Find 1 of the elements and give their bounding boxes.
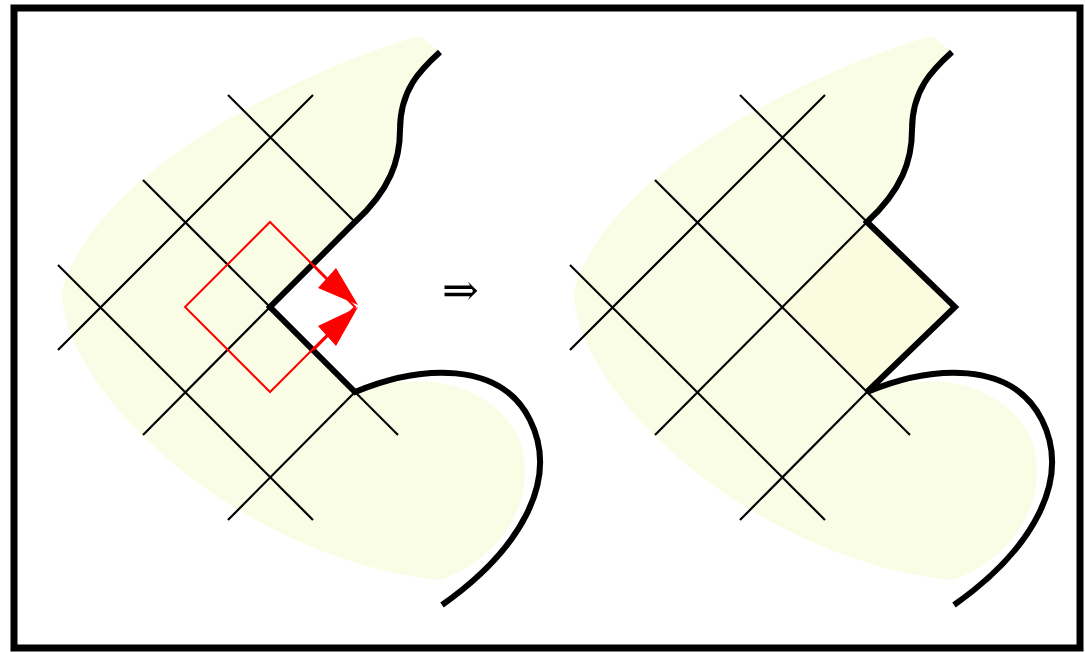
implies-symbol: ⇒ <box>442 268 479 312</box>
